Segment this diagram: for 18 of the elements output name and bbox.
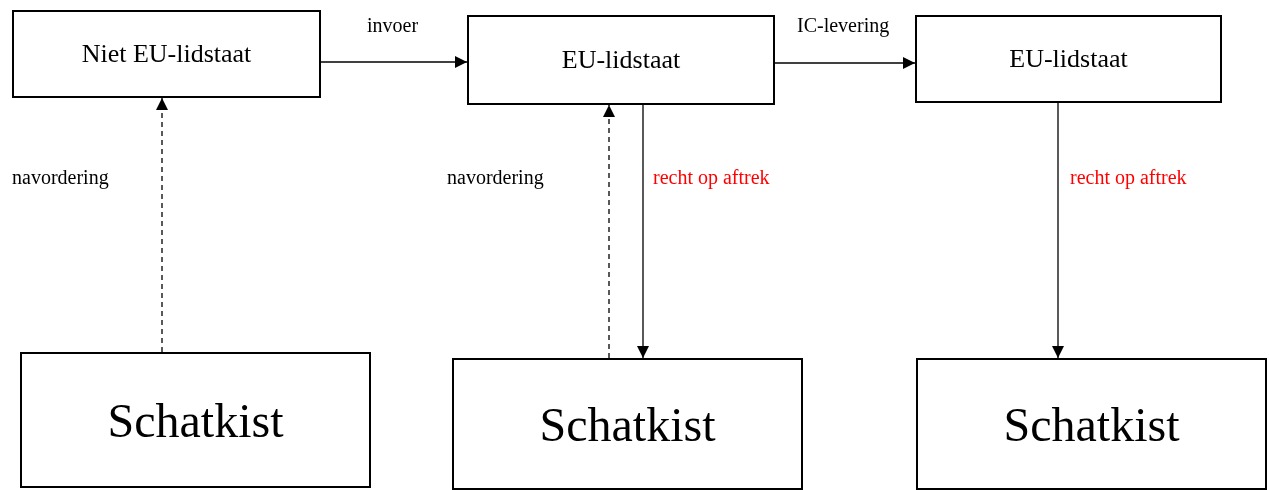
edge-label: navordering	[447, 166, 544, 188]
arrow	[603, 104, 615, 359]
country-box: Niet EU-lidstaat	[12, 10, 321, 98]
treasury-box: Schatkist	[20, 352, 371, 488]
arrow	[320, 56, 468, 68]
country-box: EU-lidstaat	[915, 15, 1222, 103]
treasury-box: Schatkist	[452, 358, 803, 490]
arrow	[774, 57, 916, 69]
arrow	[1052, 102, 1064, 359]
edge-label: recht op aftrek	[1070, 166, 1187, 188]
arrow	[156, 97, 168, 353]
country-box: EU-lidstaat	[467, 15, 775, 105]
edge-label: navordering	[12, 166, 109, 188]
arrow	[637, 104, 649, 359]
edge-label: invoer	[367, 14, 419, 36]
edge-label: recht op aftrek	[653, 166, 770, 188]
edge-label: IC-levering	[797, 14, 890, 36]
treasury-box: Schatkist	[916, 358, 1267, 490]
